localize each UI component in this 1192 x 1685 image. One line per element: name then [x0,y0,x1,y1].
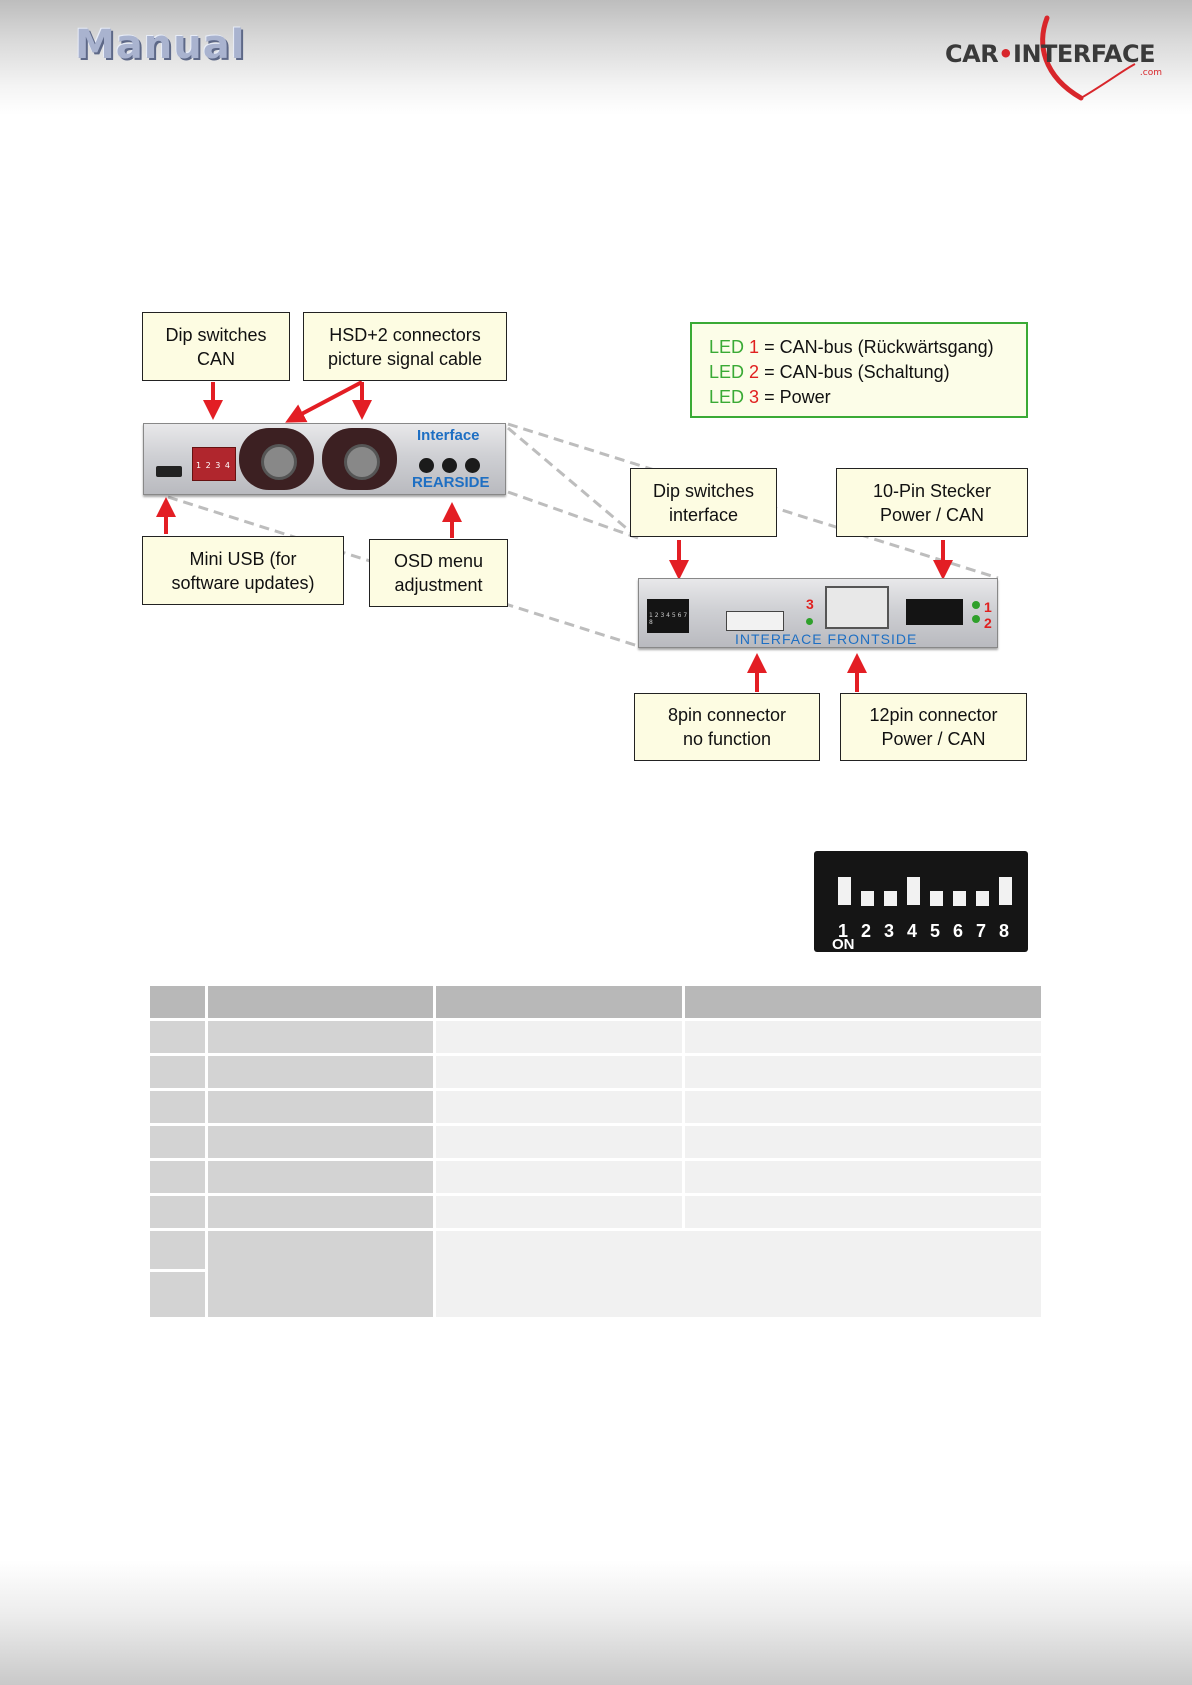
12pin-connector [825,586,889,629]
table-row [150,1056,1041,1088]
page-title: Manual [75,22,246,68]
table-header-cell [150,986,205,1018]
dip-lever [953,891,966,906]
hsd-connector-right [322,428,397,490]
front-side-device: 1 2 3 4 5 6 7 8 3 1 2 INTERFACE FRONTSID… [638,578,998,648]
dip-lever [907,877,920,905]
table-row-merged [150,1231,1041,1317]
front-led1-number: 1 [984,599,992,615]
led-legend: LED 1 = CAN-bus (Rückwärtsgang) LED 2 = … [690,322,1028,418]
can-dip-switch-block: 1 2 3 4 [192,447,236,481]
led-legend-row: LED 3 = Power [709,387,831,407]
dip-lever [976,891,989,906]
osd-button[interactable] [442,458,457,473]
table-row [150,1126,1041,1158]
car-interface-logo: CAR•INTERFACE .com [945,15,1170,101]
logo-dot: • [998,40,1014,68]
dip-number: 6 [953,921,964,941]
osd-button[interactable] [465,458,480,473]
front-label: INTERFACE FRONTSIDE [735,631,918,647]
logo-text-left: CAR [945,40,999,68]
table-row [150,1091,1041,1123]
logo-text-right: INTERFACE [1013,40,1155,68]
dip-lever [838,877,851,905]
led3-indicator [806,618,813,625]
osd-button[interactable] [419,458,434,473]
footer-band [0,1560,1192,1685]
table-header-cell [208,986,433,1018]
arrow-hsd-left [285,380,363,423]
led2-indicator [972,615,980,623]
dip-number: 1 [838,921,849,941]
rear-label-rearside: REARSIDE [412,474,490,491]
dip-number: 4 [907,921,918,941]
dip-lever [930,891,943,906]
interface-dip-switch-block: 1 2 3 4 5 6 7 8 [647,599,689,633]
dip-lever [861,891,874,906]
logo-suffix: .com [1139,68,1162,78]
hsd-connector-left [239,428,314,490]
table-row [150,1196,1041,1228]
front-led2-number: 2 [984,615,992,631]
led-legend-row: LED 1 = CAN-bus (Rückwärtsgang) [709,337,994,357]
logo-swoosh-icon [1040,15,1136,101]
dip-number: 5 [930,921,941,941]
dip-number: 7 [976,921,987,941]
led-legend-row: LED 2 = CAN-bus (Schaltung) [709,362,950,382]
table-row [150,1021,1041,1053]
rear-label-interface: Interface [417,427,480,444]
rear-side-device: 1 2 3 4 Interface REARSIDE [143,423,506,495]
10pin-connector [906,599,963,625]
mini-usb-port [156,466,182,477]
dip-switch-photo: 1 2 3 4 5 6 7 8 ON [814,851,1028,952]
table-row [150,1161,1041,1193]
table-header-row [150,986,1041,1018]
front-led3-number: 3 [806,596,814,612]
led1-indicator [972,601,980,609]
table-header-cell [436,986,682,1018]
dip-lever [884,891,897,906]
dip-number: 8 [999,921,1010,941]
dip-on-label: ON [832,936,855,952]
dip-number: 3 [884,921,895,941]
table-header-cell [685,986,1041,1018]
header-band [0,0,1192,115]
8pin-connector [726,611,784,631]
dip-number: 2 [861,921,872,941]
dip-lever [999,877,1012,905]
